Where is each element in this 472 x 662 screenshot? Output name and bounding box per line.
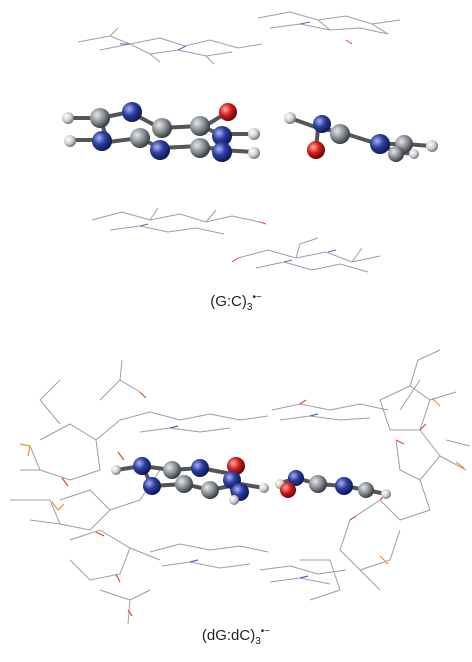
deoxyguanosine-ball-and-stick [111,457,269,505]
caption-gc-trimer: (G:C)3•− [0,292,472,313]
caption-dgdc-subscript: 3 [255,636,261,647]
wireframe-base-pair-lower [91,207,381,273]
caption-dgdc-trimer: (dG:dC)3•− [0,626,472,647]
dna-backbone-wireframe [10,349,471,625]
caption-dgdc-base: (dG:dC) [201,627,256,644]
caption-dgdc-superscript: •− [260,626,271,637]
caption-gc-base: (G:C) [210,293,247,310]
wireframe-base-pair-upper [77,11,401,65]
dna-heteroatom-wires [19,391,465,617]
cytosine-ball-and-stick [284,112,438,162]
deoxycytidine-ball-and-stick [275,470,391,499]
caption-gc-superscript: •− [252,292,262,303]
guanine-ball-and-stick [62,102,260,162]
caption-gc-subscript: 3 [246,302,253,313]
